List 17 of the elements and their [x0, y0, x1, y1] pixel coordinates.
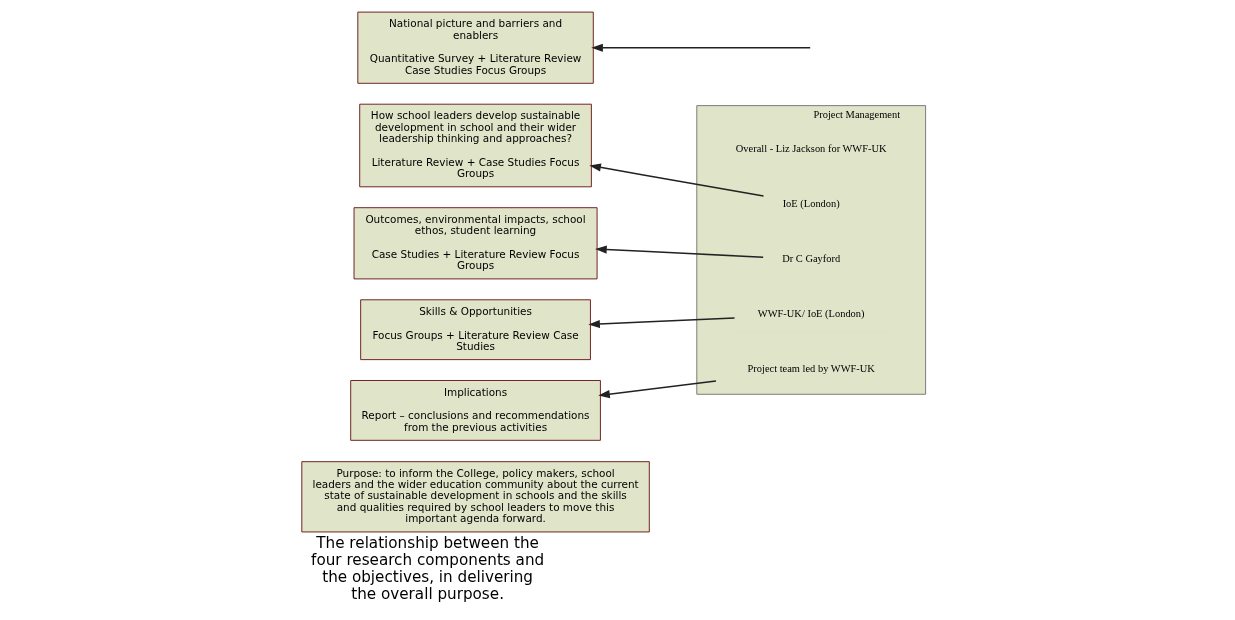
caption: The relationship between the four research components and the objectives, in delivering the overall purpose.: [311, 533, 545, 604]
node-box: National picture and barriers and enablers Quantitative Survey + Literature Review Case Studies Focus Groups: [357, 11, 594, 84]
node-box: Outcomes, environmental impacts, school ethos, student learning Case Studies + Literature Review Focus Groups: [353, 207, 598, 280]
arrow: [589, 163, 765, 197]
arrow: [595, 245, 764, 258]
node-box: Skills & Opportunities Focus Groups + Literature Review Case Studies: [360, 299, 591, 361]
arrow: [591, 43, 811, 52]
arrow: [598, 380, 717, 399]
node-box: Implications Report – conclusions and recommendations from the previous activities: [350, 380, 601, 441]
node-text: Project team led by WWF-UK: [747, 363, 875, 375]
node-text: WWF-UK/ IoE (London): [757, 308, 865, 320]
arrow: [588, 317, 736, 329]
node-box: Purpose: to inform the College, policy makers, school leaders and the wider education community about the current state of sustainable development in schools and the skills and qualities required by school leaders to move this important agenda forward.: [301, 461, 650, 533]
node-text: Overall - Liz Jackson for WWF-UK: [735, 142, 887, 154]
node-box: How school leaders develop sustainable development in school and their wider leadership thinking and approaches? Literature Review + Case Studies Focus Groups: [359, 103, 592, 188]
node-text: Dr C Gayford: [782, 253, 841, 265]
node-text: IoE (London): [782, 198, 840, 210]
